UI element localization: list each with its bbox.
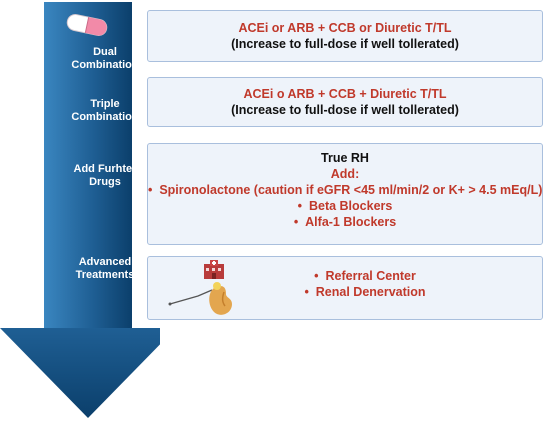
add-label: Add: [330,167,360,181]
drug-item: Spironolactone (caution if eGFR <45 ml/m… [148,182,542,198]
hospital-icon [204,260,224,279]
triple-note: (Increase to full-dose if well tollerate… [231,103,459,117]
stage-label-advanced: Advanced Treatments [75,256,135,281]
dual-combination-box: ACEi or ARB + CCB or Diuretic T/TL (Incr… [147,10,543,62]
pill-icon [66,14,108,36]
drug-item: Alfa-1 Blockers [148,214,542,230]
drug-item: Beta Blockers [148,198,542,214]
stage-label-add-drugs: Add Furhter Drugs [73,163,137,188]
dual-note: (Increase to full-dose if well tollerate… [231,37,459,51]
progression-arrow [0,2,160,418]
true-rh-title: True RH [321,151,369,165]
advanced-treatments-box: Referral Center Renal Denervation [147,256,543,320]
dual-regimen: ACEi or ARB + CCB or Diuretic T/TL [238,21,452,35]
stage-label-dual: Dual Combination [71,46,139,71]
stage-label-triple: Triple Combination [71,98,139,123]
add-drugs-box: True RH Add: Spironolactone (caution if … [147,143,543,245]
triple-combination-box: ACEi o ARB + CCB + Diuretic T/TL (Increa… [147,77,543,127]
advanced-icons [168,260,232,315]
advanced-item: Referral Center [188,268,542,284]
triple-regimen: ACEi o ARB + CCB + Diuretic T/TL [243,87,447,101]
ghost-text [2,40,5,51]
kidney-catheter-icon [168,282,232,315]
advanced-item: Renal Denervation [188,284,542,300]
